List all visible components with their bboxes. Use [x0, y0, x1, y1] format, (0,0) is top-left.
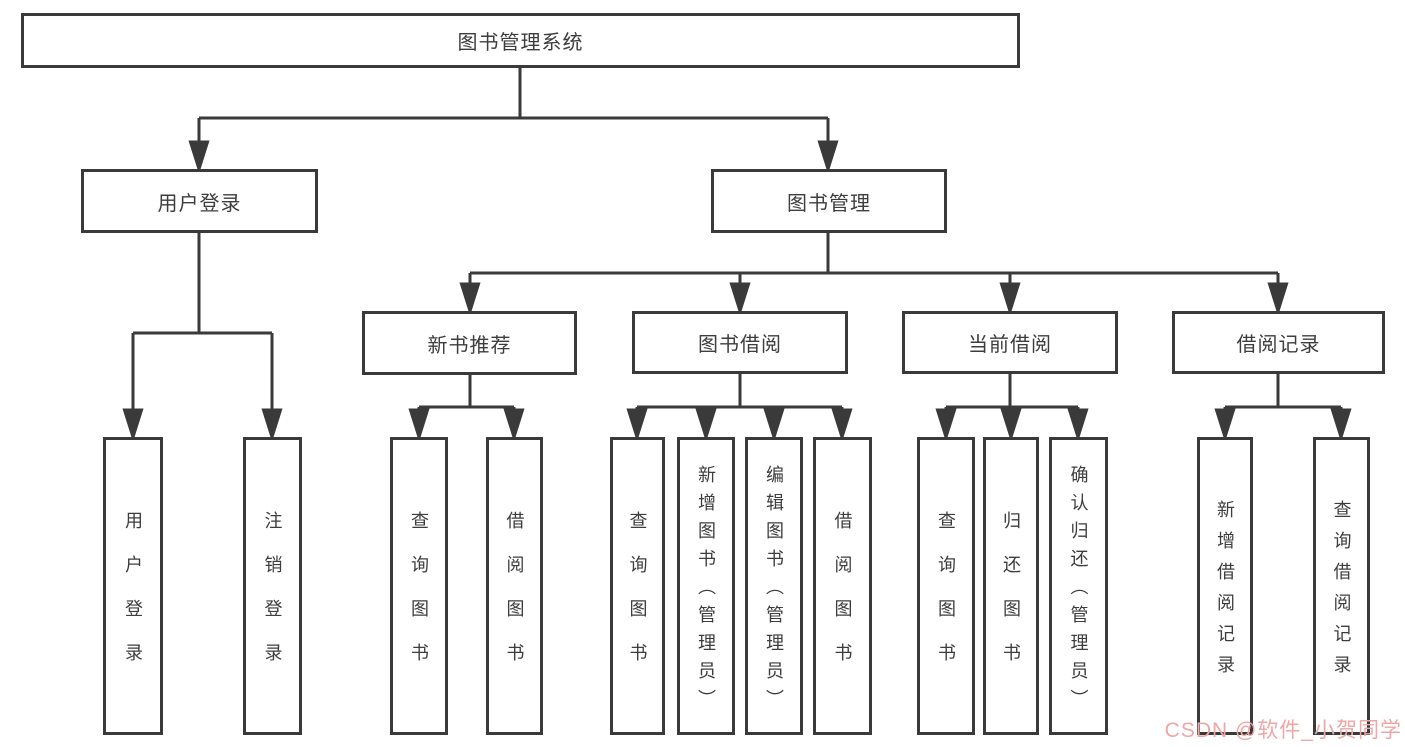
node-label: 新增借阅记录 [1215, 499, 1235, 686]
node-label: 用户登录 [123, 511, 143, 687]
arrowhead [1067, 408, 1089, 442]
arrowhead [999, 282, 1021, 316]
node-label: 借阅记录 [1236, 334, 1321, 356]
node-label: 图书管理 [787, 192, 871, 215]
leaf-query-borrow-record: 查询借阅记录 [1313, 437, 1370, 735]
leaf-query-books-current: 查询图书 [917, 437, 975, 735]
leaf-return-book: 归还图书 [983, 437, 1039, 735]
node-label: 编辑图书（管理员） [764, 465, 784, 717]
leaf-add-book-admin: 新增图书（管理员） [677, 437, 735, 735]
leaf-add-borrow-record: 新增借阅记录 [1197, 437, 1253, 735]
node-book-management: 图书管理 [711, 169, 947, 233]
node-user-login: 用户登录 [81, 169, 318, 233]
arrowhead [763, 408, 785, 442]
node-label: 确认归还（管理员） [1068, 465, 1089, 717]
node-book-borrow: 图书借阅 [632, 311, 848, 374]
node-label: 注销登录 [262, 511, 283, 687]
node-label: 借阅图书 [504, 511, 525, 687]
arrowhead [817, 140, 839, 174]
leaf-logout: 注销登录 [243, 437, 302, 735]
node-label: 借阅图书 [832, 511, 853, 687]
node-label: 查询图书 [936, 511, 956, 687]
node-borrow-records: 借阅记录 [1172, 311, 1385, 374]
arrowhead [122, 408, 144, 442]
node-label: 图书管理系统 [457, 32, 584, 54]
arrowhead [729, 282, 751, 316]
arrowhead [626, 408, 648, 442]
node-current-borrow: 当前借阅 [902, 311, 1118, 374]
node-label: 当前借阅 [968, 334, 1052, 356]
arrowhead [459, 282, 481, 316]
node-label: 查询借阅记录 [1331, 499, 1352, 686]
arrowhead [1000, 408, 1022, 442]
watermark: CSDN @软件_小贺同学 [1164, 719, 1402, 742]
arrowhead [188, 140, 210, 174]
node-label: 图书借阅 [698, 334, 782, 356]
connector-current-borrow-to-leaves [935, 374, 1089, 442]
connector-new-book-recommend-to-leaves [408, 375, 525, 442]
leaf-edit-book-admin: 编辑图书（管理员） [745, 437, 803, 735]
arrowhead [831, 408, 853, 442]
arrowhead [503, 408, 525, 442]
leaf-borrow-books-borrow: 借阅图书 [813, 437, 872, 735]
connector-root-to-level2 [188, 68, 839, 174]
leaf-confirm-return-admin: 确认归还（管理员） [1049, 437, 1108, 735]
arrowhead [1330, 408, 1352, 442]
node-label: 新书推荐 [427, 334, 512, 357]
arrowhead [695, 408, 717, 442]
connector-borrow-records-to-leaves [1214, 374, 1352, 442]
node-label: 用户登录 [157, 192, 242, 215]
node-new-book-recommend: 新书推荐 [362, 311, 577, 375]
arrowhead [261, 408, 283, 442]
arrowhead [408, 408, 430, 442]
arrowhead [1267, 282, 1289, 316]
leaf-user-login: 用户登录 [103, 437, 163, 735]
node-label: 新增图书（管理员） [696, 465, 716, 717]
node-label: 查询图书 [409, 511, 429, 687]
connector-book-borrow-to-leaves [626, 374, 853, 442]
leaf-query-books-recommend: 查询图书 [390, 437, 448, 735]
node-root: 图书管理系统 [21, 13, 1020, 68]
connector-user-login-to-leaves [122, 233, 283, 442]
leaf-borrow-books-recommend: 借阅图书 [486, 437, 543, 735]
node-label: 查询图书 [627, 511, 648, 687]
node-label: 归还图书 [1001, 511, 1021, 687]
leaf-query-books-borrow: 查询图书 [610, 437, 665, 735]
connector-book-management-to-level3 [459, 233, 1289, 316]
arrowhead [935, 408, 957, 442]
arrowhead [1214, 408, 1236, 442]
